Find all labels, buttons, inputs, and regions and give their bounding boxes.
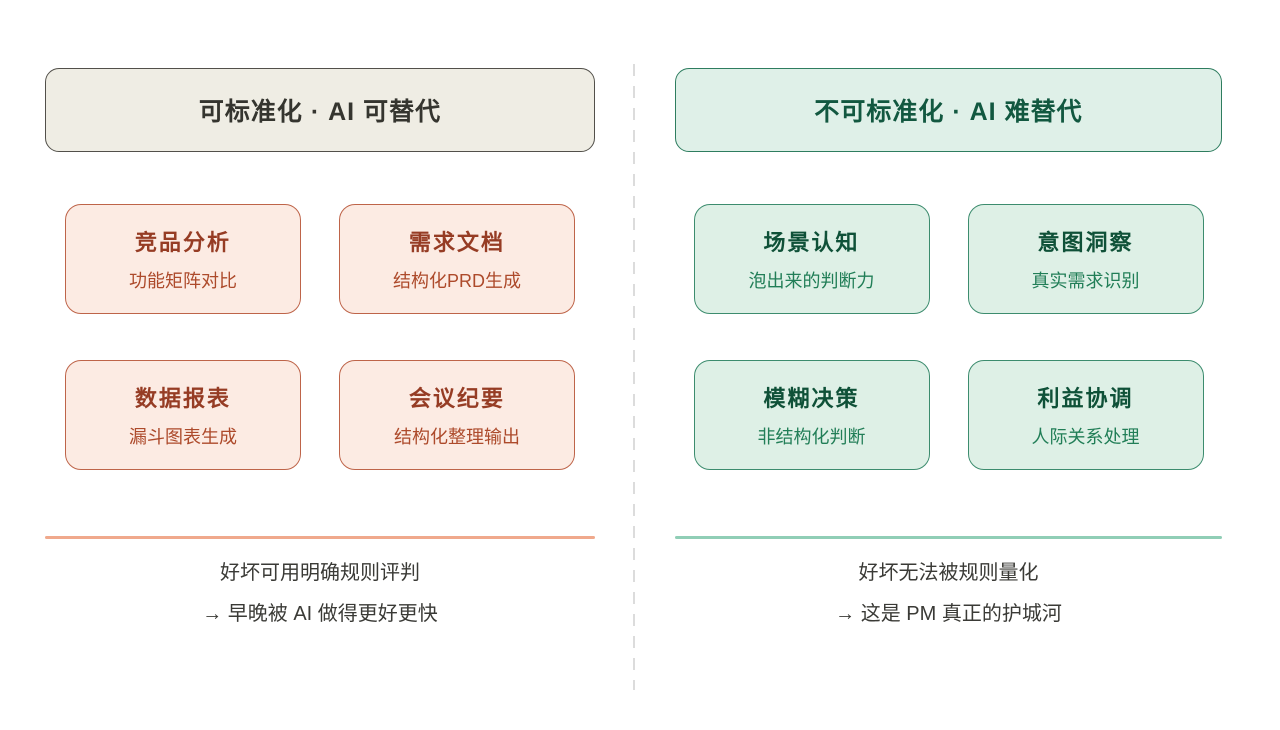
- card-title: 场景认知: [763, 230, 860, 255]
- card-scenario-cognition: 场景认知 泡出来的判断力: [693, 204, 930, 314]
- card-ambiguous-decision: 模糊决策 非结构化判断: [693, 360, 930, 470]
- right-summary-line-2: → 这是 PM 真正的护城河: [835, 603, 1062, 625]
- card-subtitle: 漏斗图表生成: [129, 427, 237, 447]
- card-data-reports: 数据报表 漏斗图表生成: [65, 360, 301, 470]
- right-panel-header: 不可标准化 · AI 难替代: [675, 68, 1222, 152]
- card-subtitle: 功能矩阵对比: [129, 271, 237, 291]
- card-title: 需求文档: [408, 230, 505, 255]
- left-panel-header: 可标准化 · AI 可替代: [45, 68, 595, 152]
- card-title: 模糊决策: [763, 386, 860, 411]
- card-title: 竞品分析: [134, 230, 231, 255]
- left-summary: 好坏可用明确规则评判 → 早晚被 AI 做得更好更快: [45, 563, 595, 624]
- center-dashed-divider: [633, 64, 635, 690]
- right-card-grid: 场景认知 泡出来的判断力 意图洞察 真实需求识别 模糊决策 非结构化判断 利益协…: [675, 204, 1222, 470]
- card-subtitle: 真实需求识别: [1031, 271, 1140, 291]
- card-requirements-doc: 需求文档 结构化PRD生成: [339, 204, 575, 314]
- card-subtitle: 结构化整理输出: [394, 427, 520, 447]
- card-subtitle: 人际关系处理: [1031, 427, 1140, 447]
- card-title: 数据报表: [134, 386, 231, 411]
- right-summary-line-1: 好坏无法被规则量化: [858, 562, 1039, 584]
- left-card-grid: 竞品分析 功能矩阵对比 需求文档 结构化PRD生成 数据报表 漏斗图表生成 会议…: [45, 204, 595, 470]
- left-panel-header-label: 可标准化 · AI 可替代: [198, 98, 442, 126]
- card-competitive-analysis: 竞品分析 功能矩阵对比: [65, 204, 301, 314]
- right-summary-rule: [675, 536, 1222, 539]
- left-panel-standardizable: 可标准化 · AI 可替代 竞品分析 功能矩阵对比 需求文档 结构化PRD生成 …: [45, 68, 595, 624]
- left-summary-line-2: → 早晚被 AI 做得更好更快: [202, 603, 438, 625]
- card-subtitle: 泡出来的判断力: [748, 271, 875, 291]
- card-title: 会议纪要: [408, 386, 505, 411]
- card-interest-coordination: 利益协调 人际关系处理: [967, 360, 1204, 470]
- right-panel-non-standardizable: 不可标准化 · AI 难替代 场景认知 泡出来的判断力 意图洞察 真实需求识别 …: [675, 68, 1222, 624]
- card-subtitle: 结构化PRD生成: [392, 271, 521, 291]
- card-intent-insight: 意图洞察 真实需求识别: [967, 204, 1204, 314]
- card-meeting-minutes: 会议纪要 结构化整理输出: [339, 360, 575, 470]
- left-summary-rule: [45, 536, 595, 539]
- card-subtitle: 非结构化判断: [757, 427, 866, 447]
- left-summary-line-1: 好坏可用明确规则评判: [220, 562, 420, 584]
- right-panel-header-label: 不可标准化 · AI 难替代: [814, 98, 1083, 126]
- card-title: 利益协调: [1037, 386, 1134, 411]
- right-summary: 好坏无法被规则量化 → 这是 PM 真正的护城河: [675, 563, 1222, 624]
- card-title: 意图洞察: [1037, 230, 1134, 255]
